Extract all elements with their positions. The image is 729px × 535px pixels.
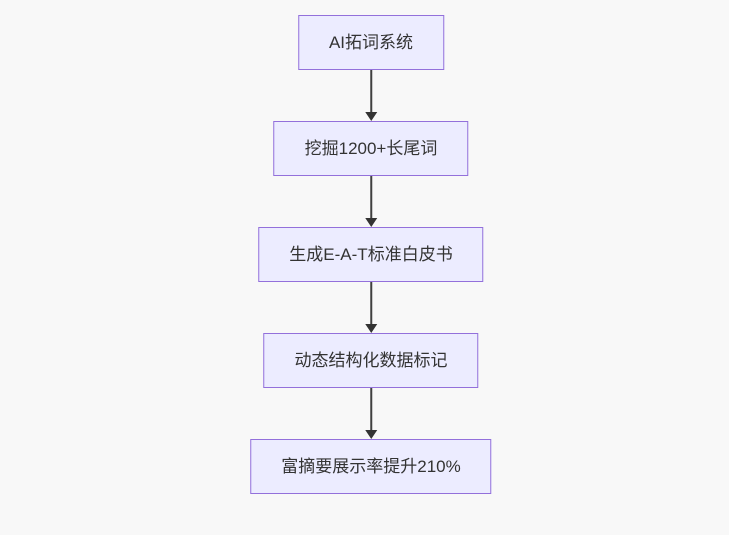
flow-node-rich-snippet-result: 富摘要展示率提升210%	[250, 439, 492, 494]
flow-node-label: 生成E-A-T标准白皮书	[289, 245, 453, 264]
flow-arrow-2	[364, 176, 377, 227]
flow-arrow-1	[364, 70, 377, 121]
flow-arrow-3	[364, 282, 377, 333]
flowchart: AI拓词系统 挖掘1200+长尾词 生成E-A-T标准白皮书 动态结构化数据标记…	[250, 15, 492, 494]
flow-node-longtail-keywords: 挖掘1200+长尾词	[273, 121, 469, 176]
arrow-down-icon	[364, 218, 377, 227]
flow-node-structured-data: 动态结构化数据标记	[263, 333, 479, 388]
arrow-line	[369, 176, 372, 218]
flow-node-label: AI拓词系统	[328, 33, 414, 52]
flow-node-eat-whitepaper: 生成E-A-T标准白皮书	[258, 227, 484, 282]
arrow-line	[369, 388, 372, 430]
flow-node-label: 富摘要展示率提升210%	[281, 457, 461, 476]
flow-node-ai-word-system: AI拓词系统	[297, 15, 445, 70]
flow-node-label: 动态结构化数据标记	[294, 351, 448, 370]
arrow-line	[369, 70, 372, 112]
flow-node-label: 挖掘1200+长尾词	[304, 139, 438, 158]
arrow-line	[369, 282, 372, 324]
arrow-down-icon	[364, 430, 377, 439]
arrow-down-icon	[364, 324, 377, 333]
flow-arrow-4	[364, 388, 377, 439]
arrow-down-icon	[364, 112, 377, 121]
